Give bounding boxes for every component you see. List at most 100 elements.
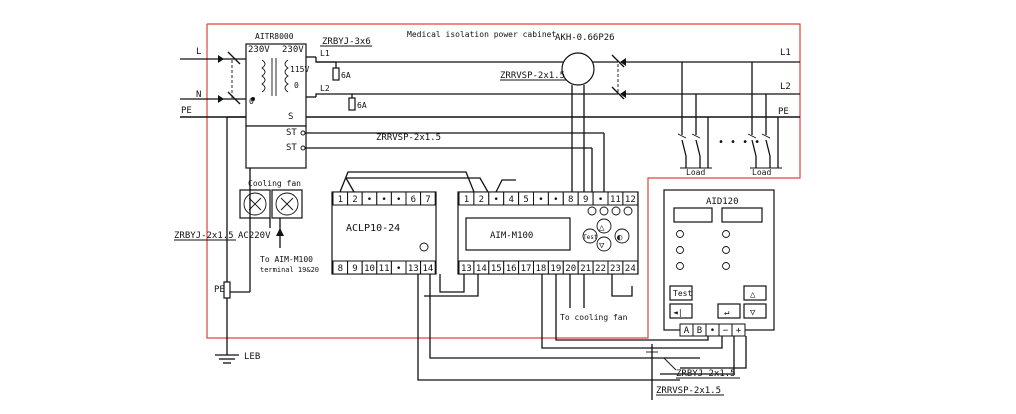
cable-meter-label: ZRRVSP-2x1.5 xyxy=(500,71,565,81)
aid-name: AID120 xyxy=(706,197,739,207)
aclp-top-terminal-label: 1 xyxy=(338,195,343,205)
svg-text:Test: Test xyxy=(673,289,692,298)
transformer-name: AITR8000 xyxy=(255,32,294,41)
aim-top-terminal-label: • xyxy=(494,195,499,205)
leb-label: LEB xyxy=(244,352,260,362)
aid-enter-button[interactable]: ↵ xyxy=(717,303,741,319)
aim-top-terminal-label: 12 xyxy=(625,195,636,205)
load-dots: • • • • xyxy=(718,137,760,148)
aim-up-button[interactable]: △ xyxy=(596,218,612,234)
aim-bottom-terminal-label: 21 xyxy=(580,264,591,274)
cabinet-outline xyxy=(206,23,801,339)
aim-top-terminal-label: 5 xyxy=(523,195,528,205)
aclp-bottom-terminal-label: 11 xyxy=(379,264,390,274)
cable-bottom1-label: ZRBYJ-2x1.5 xyxy=(676,369,736,379)
fuse-2-label: 6A xyxy=(357,101,367,110)
aid-down-button[interactable]: ▽ xyxy=(743,303,767,319)
aim-top-terminal-label: 9 xyxy=(583,195,588,205)
aid-terminal-cell xyxy=(731,323,746,337)
aid-indicator-leds xyxy=(676,230,730,270)
aim-down-button[interactable]: ▽ xyxy=(596,236,612,252)
transformer-st2: ST xyxy=(286,143,297,153)
aim-bottom-terminal-label: 15 xyxy=(491,264,502,274)
aclp-bottom-terminal-cell xyxy=(420,260,436,275)
line-l2-out: L2 xyxy=(780,82,791,92)
aid-display-right xyxy=(721,207,763,223)
transformer-tap1: 115V xyxy=(290,65,309,74)
svg-text:◄|: ◄| xyxy=(673,308,683,317)
aclp-bottom-terminal-label: 8 xyxy=(338,264,343,274)
pe-terminal xyxy=(223,281,231,299)
aclp-bottom-terminal-label: 10 xyxy=(364,264,375,274)
aid-mute-button[interactable]: ◄| xyxy=(669,303,693,319)
transformer-primary: 230V xyxy=(248,45,270,55)
transformer-terminal-box xyxy=(245,125,307,169)
aid-terminal-label: • xyxy=(710,326,715,336)
aclp-top-terminal-label: 7 xyxy=(425,195,430,205)
aid-terminal-label: B xyxy=(697,326,702,336)
fan-to-line2: terminal 19&20 xyxy=(260,266,319,274)
aim-name: AIM-M100 xyxy=(490,231,533,241)
aclp-top-terminal-label: • xyxy=(367,195,372,205)
aid-up-button[interactable]: △ xyxy=(743,285,767,301)
fan-to-line1: To AIM-M100 xyxy=(260,255,313,264)
aim-test-button[interactable]: Test xyxy=(582,228,598,244)
svg-text:△: △ xyxy=(599,223,605,233)
aim-bottom-terminal-label: 23 xyxy=(610,264,621,274)
aim-display xyxy=(465,217,571,251)
fan-icon xyxy=(239,189,303,219)
aclp-top-terminal-label: • xyxy=(396,195,401,205)
svg-text:Test: Test xyxy=(583,234,598,241)
line-l1-out: L1 xyxy=(780,48,791,58)
svg-text:△: △ xyxy=(750,290,756,300)
meter-label: AKH-0.66P26 xyxy=(555,33,615,43)
aid-display-left xyxy=(673,207,713,223)
line-l1-internal: L1 xyxy=(320,49,330,58)
aim-status-leds xyxy=(587,206,633,216)
aclp-top-terminal-label: • xyxy=(381,195,386,205)
line-l-label: L xyxy=(196,47,201,57)
aim-bottom-terminal-label: 24 xyxy=(625,264,636,274)
aclp-top-terminal-label: 6 xyxy=(411,195,416,205)
load-1-label: Load xyxy=(686,168,705,177)
aclp-bottom-terminal-label: 9 xyxy=(352,264,357,274)
transformer-tap2: 0 xyxy=(294,81,299,90)
aim-mute-button[interactable]: ◐ xyxy=(614,228,630,244)
aid-test-button[interactable]: Test xyxy=(669,285,693,301)
transformer-st1: ST xyxy=(286,128,297,138)
aim-top-terminal-label: 11 xyxy=(610,195,621,205)
line-pe-out: PE xyxy=(778,107,789,117)
aim-top-terminal-cell xyxy=(622,191,639,206)
aclp-led xyxy=(419,242,429,252)
aid-terminal-label: + xyxy=(736,326,742,336)
fuse-2 xyxy=(348,97,356,111)
aclp-module xyxy=(331,191,437,275)
svg-text:▽: ▽ xyxy=(750,308,756,318)
input-breaker xyxy=(218,51,241,105)
aim-top-terminal-label: • xyxy=(598,195,603,205)
cable-left-label: ZRBYJ-2x1.5 xyxy=(174,231,234,241)
pe-terminal-label: PE xyxy=(214,285,225,295)
aim-top-terminal-label: 8 xyxy=(568,195,573,205)
aim-bottom-terminal-label: 18 xyxy=(536,264,547,274)
aim-bottom-terminal-label: 14 xyxy=(476,264,487,274)
line-n-label: N xyxy=(196,90,201,100)
line-l2-internal: L2 xyxy=(320,84,330,93)
output-breaker xyxy=(611,54,626,100)
load-2 xyxy=(747,62,782,169)
svg-text:↵: ↵ xyxy=(724,308,729,318)
cable-top-label: ZRBYJ-3x6 xyxy=(322,37,371,47)
cable-bottom2-label: ZRRVSP-2x1.5 xyxy=(656,386,721,396)
aid-terminal-label: − xyxy=(723,326,729,336)
aclp-name: ACLP10-24 xyxy=(346,223,400,234)
fan-voltage: AC220V xyxy=(238,231,271,241)
fuse-1-label: 6A xyxy=(341,71,351,80)
cabinet-title: Medical isolation power cabinet xyxy=(407,30,556,39)
aim-bottom-terminal-label: 22 xyxy=(595,264,606,274)
